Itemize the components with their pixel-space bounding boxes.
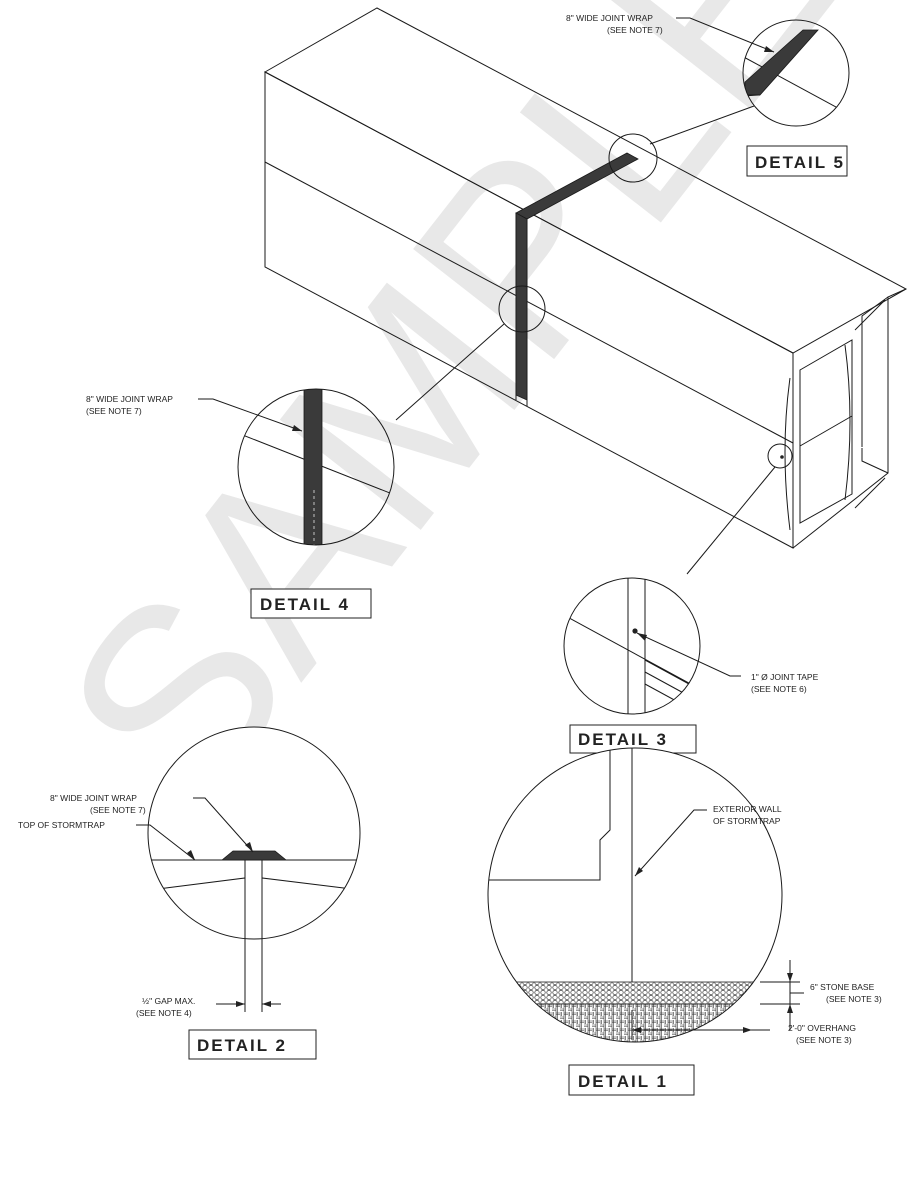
- detail-2-title: DETAIL 2: [197, 1036, 287, 1055]
- detail-2-gap-label: ½" GAP MAX.: [142, 996, 195, 1006]
- detail-2: ½" GAP MAX. (SEE NOTE 4) 8" WIDE JOINT W…: [18, 726, 361, 1060]
- detail-3: 1" Ø JOINT TAPE (SEE NOTE 6) DETAIL 3: [563, 577, 819, 754]
- detail-2-top-label: TOP OF STORMTRAP: [18, 820, 105, 830]
- sample-watermark: SAMPLE: [10, 0, 888, 854]
- detail-4-callout-note: (SEE NOTE 7): [86, 406, 142, 416]
- detail-4-title: DETAIL 4: [260, 595, 350, 614]
- detail-4-callout-text: 8" WIDE JOINT WRAP: [86, 394, 173, 404]
- leader-detail-5: [649, 105, 755, 145]
- detail-2-title-box: [188, 1029, 317, 1060]
- detail-1-stone-note: (SEE NOTE 3): [826, 994, 882, 1004]
- detail-2-gap-note: (SEE NOTE 4): [136, 1008, 192, 1018]
- detail-1-overhang-note: (SEE NOTE 3): [796, 1035, 852, 1045]
- detail-5-title: DETAIL 5: [755, 153, 845, 172]
- detail-1-overhang-label: 2'-0" OVERHANG: [788, 1023, 856, 1033]
- detail-1-wall-label: EXTERIOR WALL: [713, 804, 782, 814]
- detail-5-callout-note: (SEE NOTE 7): [607, 25, 663, 35]
- detail-2-callout-note: (SEE NOTE 7): [90, 805, 146, 815]
- leader-detail-4: [395, 323, 505, 421]
- detail-1-title: DETAIL 1: [578, 1072, 668, 1091]
- detail-3-title: DETAIL 3: [578, 730, 668, 749]
- detail-1-title-box: [568, 1064, 695, 1096]
- stormtrap-module-isometric: [263, 7, 908, 549]
- detail-3-callout-note: (SEE NOTE 6): [751, 684, 807, 694]
- detail-4-title-box: [250, 588, 372, 619]
- detail-5-callout-text: 8" WIDE JOINT WRAP: [566, 13, 653, 23]
- detail-1-wall-note: OF STORMTRAP: [713, 816, 781, 826]
- detail-5: 8" WIDE JOINT WRAP (SEE NOTE 7) DETAIL 5: [566, 13, 850, 177]
- leader-detail-3: [686, 466, 776, 575]
- detail-3-callout-text: 1" Ø JOINT TAPE: [751, 672, 819, 682]
- detail-1: EXTERIOR WALL OF STORMTRAP 6" STONE BASE…: [487, 747, 882, 1096]
- detail-1-stone-label: 6" STONE BASE: [810, 982, 875, 992]
- detail-2-callout-text: 8" WIDE JOINT WRAP: [50, 793, 137, 803]
- detail-5-title-box: [746, 145, 848, 177]
- detail-4: 8" WIDE JOINT WRAP (SEE NOTE 7) DETAIL 4: [86, 388, 395, 619]
